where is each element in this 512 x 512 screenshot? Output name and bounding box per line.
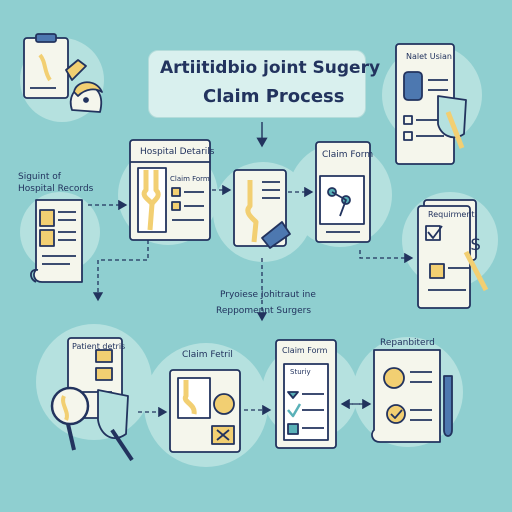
claim-form-bottom-document [275, 339, 337, 449]
nalet-usian-label: Nalet Usian [406, 52, 452, 61]
hospital-details-subtitle: Claim Form [170, 175, 210, 183]
hospital-records-scroll-icon [30, 199, 83, 283]
diagram-subtitle: Claim Process [203, 86, 345, 107]
hospital-records-label-1: Siguint of [18, 172, 61, 182]
repanbiterd-document [371, 349, 453, 443]
hospital-records-label-2: Hospital Records [18, 184, 94, 194]
repanbiterd-label: Repanbiterd [380, 338, 435, 348]
claim-form-bottom-subtitle: Sturiy [290, 368, 311, 376]
diagram-title: Artiitidbio joint Sugery [160, 58, 381, 78]
requirement-document: $ [417, 199, 489, 309]
requirement-label: Requirment [428, 210, 475, 219]
claim-fetril-label: Claim Fetril [182, 350, 233, 360]
hospital-details-document [129, 139, 211, 241]
claim-form-top-label: Claim Form [322, 150, 374, 160]
svg-text:$: $ [470, 234, 481, 255]
claim-form-top-document [315, 141, 371, 243]
center-note-line-2: Reppomennt Surgers [216, 306, 312, 316]
patient-details-label: Patient detris [72, 342, 126, 351]
claim-fetril-document [169, 369, 241, 453]
center-note-line-1: Pryoiese Johitraut ine [220, 290, 316, 300]
claim-form-bottom-label: Claim Form [282, 346, 328, 355]
title-box [148, 50, 366, 118]
flow-arrows [88, 184, 414, 418]
knee-xray-document [233, 169, 291, 249]
doctor-clipboard-icon [23, 33, 103, 113]
patient-details-document [50, 337, 134, 462]
hospital-details-label: Hospital Detarils [140, 147, 215, 157]
nalet-usian-document [395, 43, 467, 165]
